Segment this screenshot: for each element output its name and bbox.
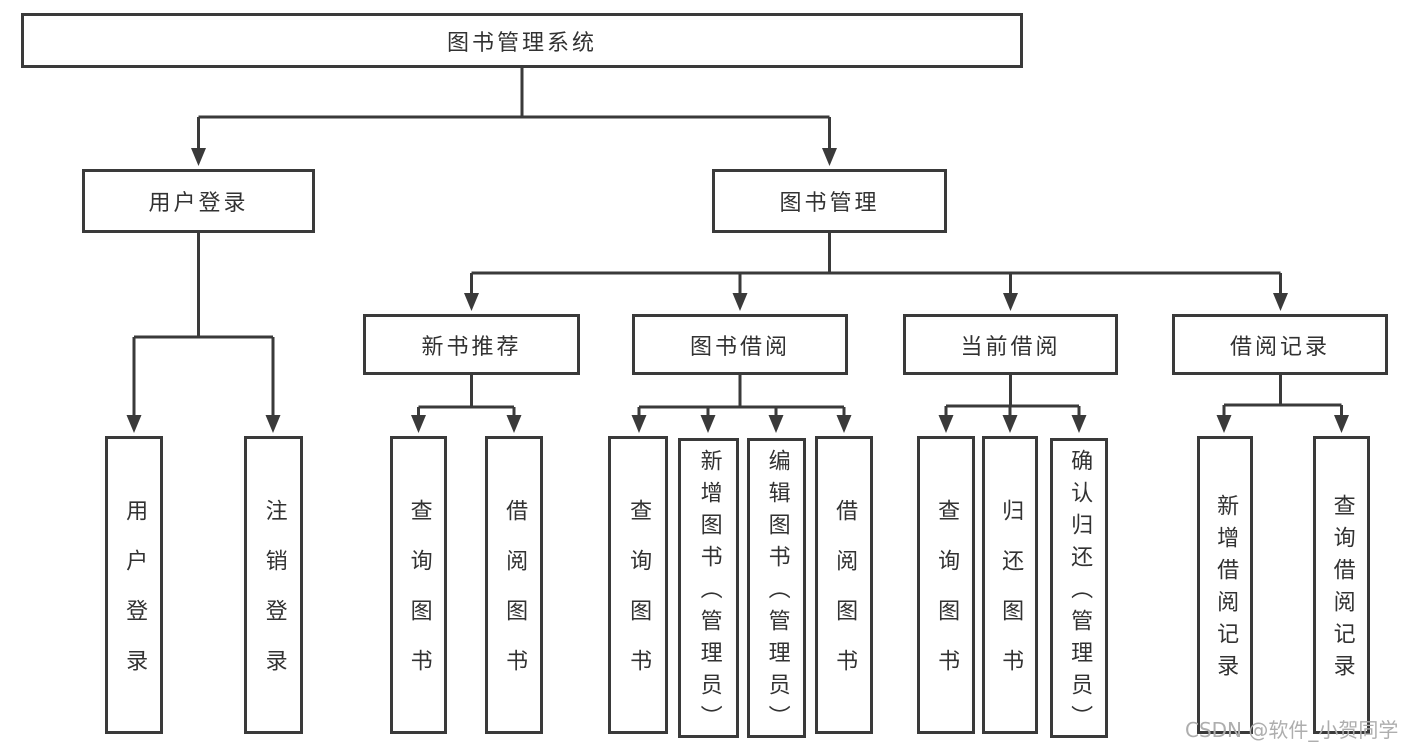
arrowhead-icon <box>1003 293 1018 311</box>
arrowhead-icon <box>1002 415 1018 433</box>
node-label: 确认归还（管理员） <box>1067 449 1093 737</box>
node-label: 用户登录 <box>148 191 249 216</box>
node-add-book-admin: 新增图书（管理员） <box>678 438 739 738</box>
node-label: 归还图书 <box>998 499 1024 699</box>
arrowhead-icon <box>1334 415 1349 433</box>
arrowhead-icon <box>1071 415 1087 433</box>
node-borrow-record: 借阅记录 <box>1172 314 1388 375</box>
arrowhead-icon <box>938 415 954 433</box>
node-query-borrow-record: 查询借阅记录 <box>1313 436 1370 734</box>
arrowhead-icon <box>464 293 479 311</box>
node-label: 图书管理 <box>779 191 880 216</box>
node-label: 图书借阅 <box>689 334 790 360</box>
node-label: 新书推荐 <box>421 334 522 360</box>
node-user-login: 用户登录 <box>82 169 315 233</box>
node-user-login-leaf: 用户登录 <box>105 436 163 734</box>
node-label: 用户登录 <box>122 499 148 699</box>
node-label: 借阅图书 <box>832 499 858 699</box>
node-label: 新增图书（管理员） <box>696 449 722 737</box>
node-borrow-book-leaf: 借阅图书 <box>815 436 873 734</box>
node-label: 借阅图书 <box>502 499 528 699</box>
arrowhead-icon <box>506 415 522 433</box>
node-add-borrow-record: 新增借阅记录 <box>1197 436 1253 734</box>
node-label: 编辑图书（管理员） <box>764 449 790 737</box>
connector-book-borrow <box>637 375 846 421</box>
arrowhead-icon <box>631 415 647 433</box>
arrowhead-icon <box>768 415 784 433</box>
watermark: CSDN @软件_小贺同学 <box>1185 718 1399 742</box>
node-query-book-current: 查询图书 <box>917 436 975 734</box>
node-label: 查询图书 <box>934 499 960 699</box>
node-borrow-book-recommend: 借阅图书 <box>485 436 543 734</box>
node-label: 当前借阅 <box>960 334 1061 360</box>
arrowhead-icon <box>822 148 837 166</box>
node-logout-leaf: 注销登录 <box>244 436 303 734</box>
arrowhead-icon <box>700 415 716 433</box>
node-label: 借阅记录 <box>1229 334 1330 360</box>
node-confirm-return-admin: 确认归还（管理员） <box>1050 438 1108 738</box>
node-return-book: 归还图书 <box>982 436 1038 734</box>
node-label: 查询图书 <box>406 499 432 699</box>
node-query-book-recommend: 查询图书 <box>390 436 447 734</box>
node-label: 查询图书 <box>626 499 652 699</box>
arrowhead-icon <box>411 415 426 433</box>
node-label: 图书管理系统 <box>446 30 597 56</box>
node-query-book-borrow: 查询图书 <box>608 436 668 734</box>
connector-current-borrow <box>944 375 1081 421</box>
arrowhead-icon <box>191 148 206 166</box>
node-current-borrow: 当前借阅 <box>903 314 1118 375</box>
connector-new-book <box>417 375 516 421</box>
arrowhead-icon <box>265 415 281 433</box>
node-new-book-recommend: 新书推荐 <box>363 314 580 375</box>
arrowhead-icon <box>732 293 748 311</box>
node-label: 新增借阅记录 <box>1213 494 1239 686</box>
arrowhead-icon <box>126 415 142 433</box>
node-label: 注销登录 <box>261 499 287 699</box>
node-label: 查询借阅记录 <box>1329 494 1355 686</box>
connector-root <box>197 68 831 153</box>
node-book-management: 图书管理 <box>712 169 947 233</box>
arrowhead-icon <box>1273 293 1288 311</box>
node-book-borrow: 图书借阅 <box>632 314 848 375</box>
node-edit-book-admin: 编辑图书（管理员） <box>747 438 806 738</box>
arrowhead-icon <box>836 415 852 433</box>
arrowhead-icon <box>1216 415 1232 433</box>
node-root: 图书管理系统 <box>21 13 1023 68</box>
connector-user-login <box>132 233 275 421</box>
connector-book-management <box>470 233 1282 299</box>
arrowheads <box>126 148 1349 433</box>
connector-borrow-record <box>1222 375 1343 421</box>
